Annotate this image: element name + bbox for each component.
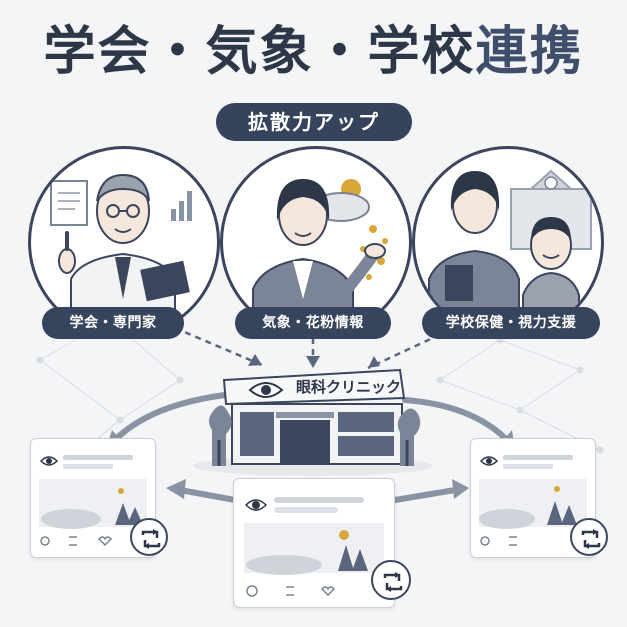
social-post-card-center xyxy=(233,478,395,608)
social-post-card-right xyxy=(470,438,596,558)
clinic-sign: 眼科クリニック xyxy=(296,378,402,396)
source-label-weather: 気象・花粉情報 xyxy=(235,307,391,339)
source-label-school: 学校保健・視力支援 xyxy=(422,307,600,339)
title-accent: 連携 xyxy=(475,22,584,82)
eye-icon xyxy=(248,382,284,398)
retweet-button-left[interactable] xyxy=(130,518,168,556)
page-title: 学会・気象・学校連携 xyxy=(0,22,627,82)
retweet-button-right[interactable] xyxy=(570,518,608,556)
title-main: 学会・気象・学校 xyxy=(43,22,476,82)
post-content-illustration xyxy=(479,455,587,546)
source-label-academic: 学会・専門家 xyxy=(42,307,184,339)
source-circle-academic xyxy=(28,146,220,338)
retweet-icon xyxy=(141,529,161,549)
retweet-icon xyxy=(383,572,403,592)
subtitle-badge: 拡散力アップ xyxy=(216,103,412,141)
source-circle-weather xyxy=(220,146,412,338)
retweet-button-center[interactable] xyxy=(371,560,411,600)
post-content-illustration xyxy=(244,497,384,597)
retweet-icon xyxy=(581,529,601,549)
post-content-illustration xyxy=(39,455,147,547)
